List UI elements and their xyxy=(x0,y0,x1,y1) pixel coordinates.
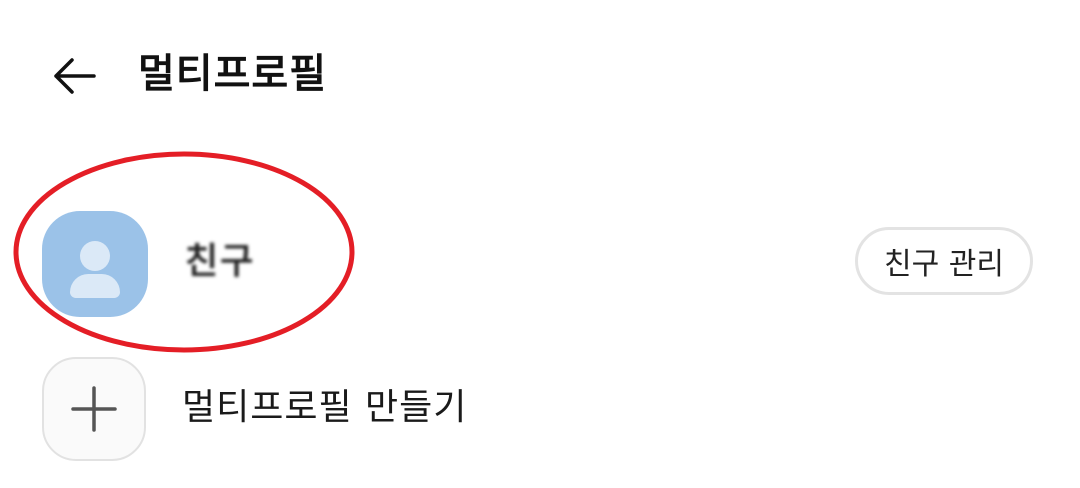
create-profile-label[interactable]: 멀티프로필 만들기 xyxy=(182,387,468,428)
create-profile-button[interactable] xyxy=(42,357,146,461)
friend-profile-row[interactable]: 친구 친구 관리 xyxy=(0,205,1080,320)
friend-avatar[interactable] xyxy=(42,211,148,317)
back-button[interactable] xyxy=(44,46,104,106)
page-title: 멀티프로필 xyxy=(138,51,327,97)
profile-name: 친구 xyxy=(185,241,256,282)
person-icon-head xyxy=(80,241,110,271)
manage-friends-button[interactable]: 친구 관리 xyxy=(855,227,1033,295)
person-icon-body xyxy=(70,274,120,298)
plus-icon xyxy=(71,386,117,432)
header: 멀티프로필 xyxy=(0,0,1080,150)
arrow-left-icon xyxy=(54,58,96,94)
create-profile-row[interactable]: 멀티프로필 만들기 xyxy=(0,355,1080,465)
